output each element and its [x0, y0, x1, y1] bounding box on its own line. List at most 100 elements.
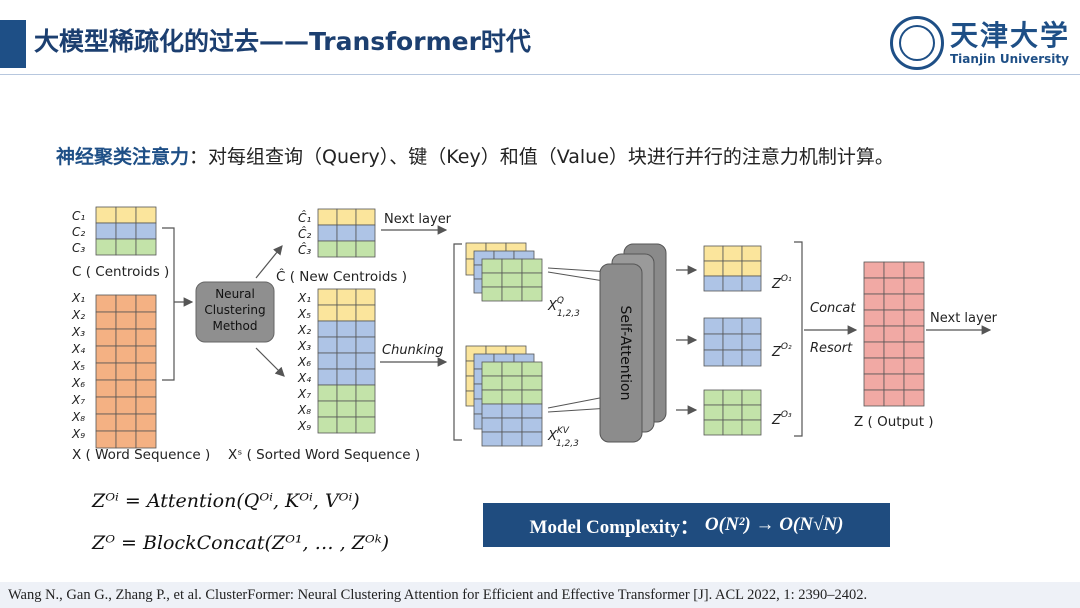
z-o2-cell: [741, 317, 762, 335]
z-o3-cell: [722, 389, 743, 406]
q-chunk-cell: [481, 272, 503, 288]
word-cell: [135, 328, 157, 347]
q-chunk-cell: [481, 286, 503, 302]
z-output-cell: [863, 389, 885, 407]
next-layer-label-1: Next layer: [384, 212, 452, 227]
centroid-cell: [95, 222, 117, 240]
new-centroid-cell: [317, 208, 338, 226]
new-centroid-cell: [355, 224, 376, 242]
z-output-cell: [883, 261, 905, 279]
word-label: X₆: [71, 376, 85, 390]
kv-chunk-cell: [521, 375, 543, 391]
sorted-sequence-caption: Xˢ ( Sorted Word Sequence ): [228, 447, 420, 463]
sorted-cell: [355, 288, 376, 306]
sorted-cell: [317, 416, 338, 434]
chunk-bracket: [453, 243, 462, 441]
kv-chunk-cell: [481, 431, 503, 447]
sorted-cell: [317, 320, 338, 338]
word-label: X₁: [71, 291, 85, 305]
sorted-cell: [317, 400, 338, 418]
header-divider: [0, 74, 1080, 75]
word-cell: [115, 345, 137, 364]
neural-clustering-method-box: [195, 281, 275, 343]
sorted-label: X₆: [297, 355, 311, 369]
attention-formula: Zᴼⁱ = Attention(Qᴼⁱ, Kᴼⁱ, Vᴼⁱ): [92, 490, 360, 512]
z-output-cell: [863, 309, 885, 327]
kv-chunk-cell: [521, 361, 543, 377]
centroid-cell: [95, 238, 117, 256]
slide-title: 大模型稀疏化的过去——Transformer时代: [34, 27, 531, 56]
z-o2-cell: [703, 349, 724, 367]
word-cell: [135, 362, 157, 381]
q-chunk-cell: [521, 258, 543, 274]
word-cell: [135, 379, 157, 398]
sorted-label: X₇: [297, 387, 311, 401]
chunking-label: Chunking: [382, 343, 443, 358]
new-centroid-cell: [336, 224, 357, 242]
sorted-cell: [355, 336, 376, 354]
z-o1-label: ZO₁: [771, 274, 792, 292]
z-output-cell: [883, 325, 905, 343]
z-output-cell: [883, 309, 905, 327]
new-centroid-label: Ĉ₃: [298, 242, 311, 257]
word-label: X₅: [71, 359, 85, 373]
word-cell: [95, 345, 117, 364]
centroid-label: C₁: [72, 209, 85, 223]
input-bracket: [162, 227, 175, 381]
z-output-cell: [903, 325, 925, 343]
centroid-cell: [95, 206, 117, 224]
method-line: Neural: [215, 287, 255, 301]
sorted-cell: [336, 384, 357, 402]
sorted-cell: [336, 352, 357, 370]
z-o3-cell: [703, 404, 724, 421]
complexity-label: Model Complexity：: [529, 516, 699, 538]
next-layer-label-2: Next layer: [930, 311, 998, 326]
z-o2-cell: [741, 349, 762, 367]
complexity-math: O(N²) → O(N√N): [704, 514, 844, 535]
new-centroid-cell: [355, 240, 376, 258]
kv-chunk-cell: [501, 431, 523, 447]
z-o3-cell: [741, 389, 762, 406]
z-o3-label: ZO₃: [771, 410, 792, 428]
kv-chunk-cell: [481, 375, 503, 391]
centroid-cell: [115, 206, 137, 224]
z-output-cell: [863, 325, 885, 343]
z-o1-cell: [741, 275, 762, 292]
attention-block-front: [599, 263, 643, 443]
sorted-label: X₅: [297, 307, 311, 321]
sorted-cell: [355, 320, 376, 338]
z-o3-cell: [741, 419, 762, 436]
z-o3-cell: [722, 419, 743, 436]
word-cell: [115, 413, 137, 432]
z-output-cell: [903, 293, 925, 311]
z-output-cell: [863, 357, 885, 375]
word-label: X₂: [71, 308, 85, 322]
word-cell: [135, 396, 157, 415]
word-cell: [115, 430, 137, 449]
output-caption: Z ( Output ): [854, 414, 934, 430]
word-cell: [95, 413, 117, 432]
new-centroid-label: Ĉ₁: [298, 210, 311, 225]
sorted-cell: [336, 400, 357, 418]
sorted-label: X₈: [297, 403, 311, 417]
z-o1-cell: [703, 260, 724, 277]
z-o2-cell: [703, 317, 724, 335]
word-cell: [115, 362, 137, 381]
z-o1-cell: [722, 245, 743, 262]
word-cell: [115, 311, 137, 330]
z-output-cell: [883, 357, 905, 375]
self-attention-label: Self-Attention: [617, 306, 633, 401]
concat-label: Concat: [810, 301, 856, 316]
centroid-cell: [135, 206, 157, 224]
z-output-cell: [883, 341, 905, 359]
kv-chunk-cell: [521, 389, 543, 405]
kv-chunk-cell: [501, 361, 523, 377]
word-cell: [95, 328, 117, 347]
method-line: Method: [212, 319, 257, 333]
sorted-cell: [355, 400, 376, 418]
sorted-cell: [336, 336, 357, 354]
z-output-cell: [883, 277, 905, 295]
sorted-cell: [336, 288, 357, 306]
